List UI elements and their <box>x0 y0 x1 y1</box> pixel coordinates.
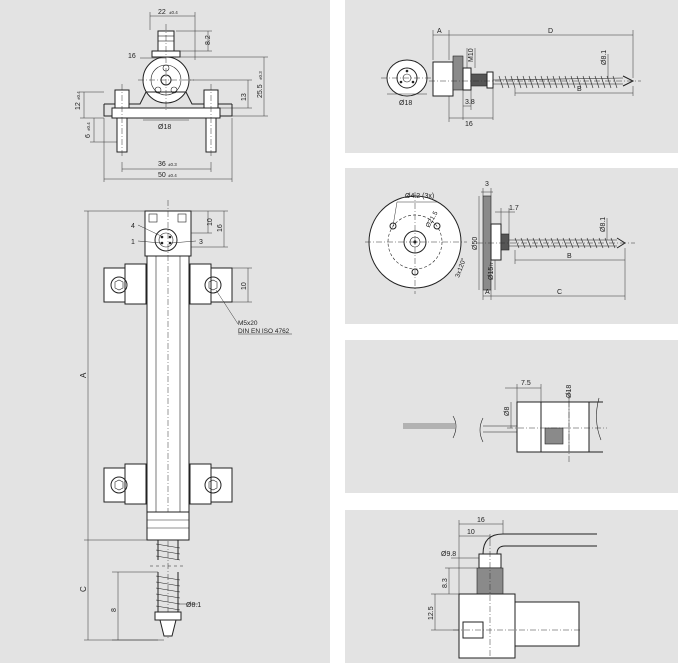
cable-drawing: 7.5 Ø18 Ø8 <box>403 380 607 464</box>
flange-drawing: Ø4.2 (3x) Ø21.5 3x120° 3 1.7 Ø8.1 <box>365 181 635 300</box>
dim-C-p2: C <box>557 289 562 296</box>
dia-9-8: Ø9.8 <box>441 551 456 558</box>
dim-36-tol: ±0.3 <box>168 162 177 167</box>
dim-C-front: C <box>79 586 88 592</box>
dia-15-tol: f7 <box>489 262 494 266</box>
dia-18: Ø18 <box>158 124 171 131</box>
dim-A-p2: A <box>485 289 490 296</box>
front-view: 4 1 3 10 16 <box>79 200 292 641</box>
dim-A-p1: A <box>437 28 442 35</box>
dim-22-tol: ±0.4 <box>169 10 178 15</box>
dia-8-1-p1: Ø8.1 <box>601 50 608 65</box>
panel-flange-variant: Ø4.2 (3x) Ø21.5 3x120° 3 1.7 Ø8.1 <box>345 168 678 324</box>
dim-36: 36 <box>158 161 166 168</box>
dim-16-p1: 16 <box>465 121 473 128</box>
screw-label-m5x20: M5x20 <box>238 320 258 327</box>
panel-cable-variant: 7.5 Ø18 Ø8 <box>345 340 678 493</box>
dim-12: 12 <box>75 102 82 110</box>
dim-3-8: 3.8 <box>465 99 475 106</box>
dim-6-tol: ±0.4 <box>86 122 91 131</box>
dim-8-3: 8.3 <box>442 578 449 588</box>
dim-22: 22 <box>158 9 166 16</box>
screw-label-din: DIN EN ISO 4762 <box>238 328 290 335</box>
dim-8-2: 8.2 <box>205 35 212 45</box>
pin-label-4: 4 <box>131 223 135 230</box>
dim-25-5-tol: ±0.3 <box>258 71 263 80</box>
left-panel: 22 ±0.4 8.2 16 13 25.5 ±0.3 <box>0 0 330 663</box>
dim-10-top: 10 <box>207 218 214 226</box>
dim-16-p4: 16 <box>477 517 485 524</box>
dim-8-front: 8 <box>111 608 118 612</box>
dia-18-p3: Ø18 <box>566 385 573 398</box>
dim-25-5: 25.5 <box>257 84 264 98</box>
dim-16-front: 16 <box>217 224 224 232</box>
angled-connector-drawing: 16 10 Ø9.8 8.3 12.5 <box>428 517 597 659</box>
dia-15-p2: Ø15 <box>488 267 495 280</box>
dim-10-p4: 10 <box>467 529 475 536</box>
dim-D-p1: D <box>548 28 553 35</box>
dim-6: 6 <box>85 134 92 138</box>
panel-angled-connector-variant: 16 10 Ø9.8 8.3 12.5 <box>345 510 678 663</box>
dim-1-7: 1.7 <box>509 205 519 212</box>
dia-8-p3: Ø8 <box>504 407 511 416</box>
panel-rod-end-variant: Ø18 A D M10 Ø8.1 <box>345 0 678 153</box>
dim-12-tol: ±0.4 <box>76 91 81 100</box>
top-view: 22 ±0.4 8.2 16 13 25.5 ±0.3 <box>75 9 268 182</box>
dim-10-clamp: 10 <box>241 282 248 290</box>
dim-16: 16 <box>128 53 136 60</box>
dia-8-1-p2: Ø8.1 <box>600 217 607 232</box>
dim-12-5: 12.5 <box>428 606 435 620</box>
dim-B-p2: B <box>567 253 572 260</box>
dia-50-p2: Ø50 <box>472 237 479 250</box>
thread-m10: M10 <box>468 48 475 62</box>
holes-4-2-3x: Ø4.2 (3x) <box>405 193 434 200</box>
dim-B-p1: B <box>577 86 582 93</box>
dim-50-tol: ±0.4 <box>168 173 177 178</box>
dim-7-5: 7.5 <box>521 380 531 387</box>
pin-label-1: 1 <box>131 239 135 246</box>
dim-A-front: A <box>79 372 88 378</box>
main-sensor-drawing: 22 ±0.4 8.2 16 13 25.5 ±0.3 <box>75 9 292 641</box>
dia-8-1-front: Ø8.1 <box>186 602 201 609</box>
dim-50: 50 <box>158 172 166 179</box>
pin-label-3: 3 <box>199 239 203 246</box>
rod-end-drawing: Ø18 A D M10 Ø8.1 <box>381 28 641 128</box>
dim-13: 13 <box>241 93 248 101</box>
dia-18-p1: Ø18 <box>399 100 412 107</box>
dim-3-p2: 3 <box>485 181 489 188</box>
